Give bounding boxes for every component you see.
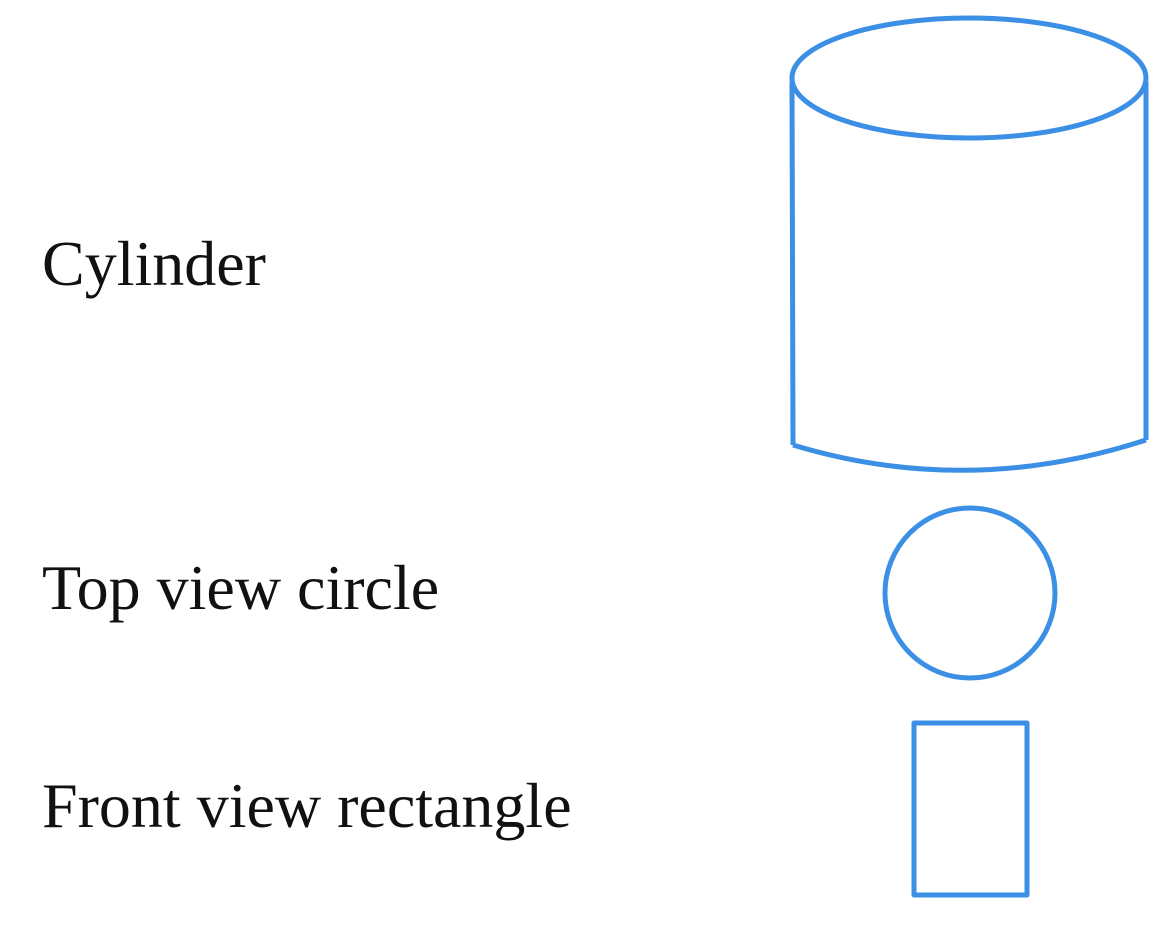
cylinder-left-side xyxy=(789,81,796,446)
top-view-label: Top view circle xyxy=(42,552,440,623)
top-view-circle xyxy=(882,505,1058,681)
cylinder-label: Cylinder xyxy=(42,228,266,299)
cylinder-bottom-arc xyxy=(792,437,1147,473)
front-view-rectangle xyxy=(911,720,1030,898)
cylinder-top-ellipse xyxy=(789,15,1149,141)
cylinder-shape xyxy=(789,15,1149,473)
front-view-label: Front view rectangle xyxy=(42,770,572,841)
